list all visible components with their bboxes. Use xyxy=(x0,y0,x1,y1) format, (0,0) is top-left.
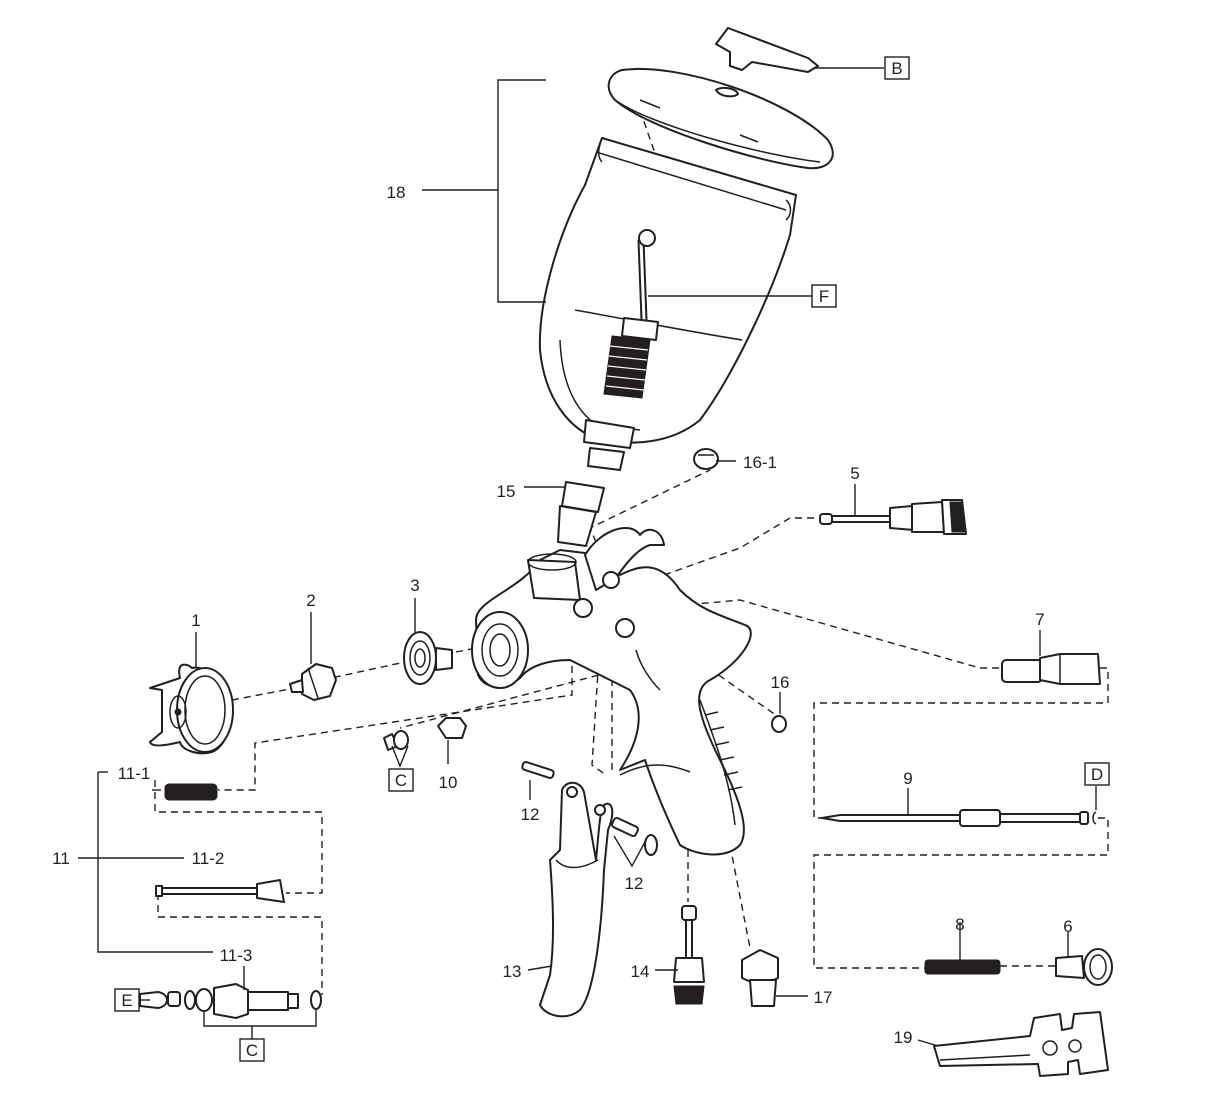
fluid-adjust-knob xyxy=(1055,948,1113,986)
gravity-cup xyxy=(538,27,834,471)
fluid-nozzle xyxy=(289,663,337,701)
plugs xyxy=(693,448,787,733)
part-number-14: 14 xyxy=(631,962,650,981)
cup-adapter xyxy=(557,481,605,547)
fluid-adjust-housing xyxy=(1001,653,1101,685)
callout-d: D xyxy=(1091,765,1103,784)
trigger-pins xyxy=(521,761,658,856)
leader-lines xyxy=(78,67,1097,1047)
callout-f: F xyxy=(819,287,829,306)
part-number-18: 18 xyxy=(387,183,406,202)
part-number-15: 15 xyxy=(497,482,516,501)
air-inlet xyxy=(741,949,779,1007)
part-number-2: 2 xyxy=(306,591,315,610)
trigger xyxy=(539,781,614,1018)
callout-c-seals: C xyxy=(395,771,407,790)
needle-spring xyxy=(924,959,1001,975)
fluid-needle xyxy=(821,809,1097,827)
callout-b: B xyxy=(891,59,902,78)
part-number-11-3: 11-3 xyxy=(220,946,253,965)
part-number-11: 11 xyxy=(52,849,70,868)
letter-callouts: B F D C E C xyxy=(114,56,1110,1062)
part-number-13: 13 xyxy=(503,962,522,981)
part-number-1: 1 xyxy=(191,611,200,630)
part-number-7: 7 xyxy=(1035,610,1044,629)
part-number-10: 10 xyxy=(439,773,458,792)
air-distribution-ring xyxy=(403,631,453,685)
part-number-11-1: 11-1 xyxy=(118,764,151,783)
gun-body xyxy=(471,526,752,856)
part-number-17: 17 xyxy=(814,988,833,1007)
service-wrench xyxy=(933,1011,1109,1077)
part-number-8: 8 xyxy=(955,915,964,934)
air-micrometer xyxy=(673,905,705,1005)
air-valve-assembly xyxy=(139,783,322,1019)
air-cap xyxy=(149,663,234,755)
spreader-valve xyxy=(819,499,967,535)
part-number-6: 6 xyxy=(1063,917,1072,936)
air-valve-seal-group xyxy=(383,717,467,751)
callout-c-air-valve: C xyxy=(246,1041,258,1060)
callout-e: E xyxy=(121,991,132,1010)
part-number-5: 5 xyxy=(850,464,859,483)
part-numbers: 18 16-1 15 5 1 2 3 7 16 10 11-1 9 12 11 … xyxy=(52,183,1073,1047)
part-number-19: 19 xyxy=(894,1028,913,1047)
part-number-16: 16 xyxy=(771,673,790,692)
part-number-12-lower: 12 xyxy=(625,874,644,893)
part-number-12-upper: 12 xyxy=(521,805,540,824)
part-number-11-2: 11-2 xyxy=(192,849,225,868)
part-number-9: 9 xyxy=(903,769,912,788)
part-number-16-1: 16-1 xyxy=(743,453,777,472)
part-number-3: 3 xyxy=(410,576,419,595)
